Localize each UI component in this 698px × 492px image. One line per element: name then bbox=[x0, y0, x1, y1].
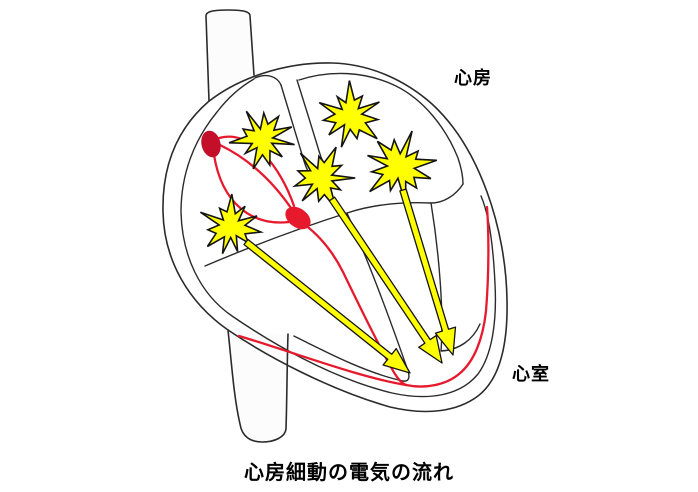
impulse-starburst bbox=[292, 146, 356, 210]
atrium-inner-roof-right bbox=[298, 72, 464, 185]
sa-node bbox=[201, 130, 221, 158]
heart-outer-wall bbox=[162, 62, 508, 413]
his-bundle-path bbox=[302, 222, 408, 387]
impulse-bursts bbox=[199, 80, 438, 255]
right-bundle-branch-path bbox=[404, 205, 490, 388]
left-bundle-branch-path bbox=[237, 334, 408, 387]
label-atrium: 心房 bbox=[454, 68, 492, 88]
ventricular-septum-line bbox=[293, 212, 410, 382]
label-ventricle: 心室 bbox=[512, 364, 550, 384]
impulse-arrow bbox=[399, 188, 457, 356]
internodal-tract-middle bbox=[218, 143, 295, 213]
node-markers bbox=[201, 130, 311, 230]
caption: 心房細動の電気の流れ bbox=[244, 462, 454, 484]
impulse-arrow bbox=[328, 196, 443, 364]
atrioventricular-boundary bbox=[204, 183, 464, 267]
atrium-inner-roof-left bbox=[254, 74, 282, 86]
impulse-arrows bbox=[243, 188, 457, 374]
impulse-starburst bbox=[318, 80, 381, 148]
impulse-starburst bbox=[228, 110, 295, 170]
impulse-arrow bbox=[243, 238, 411, 374]
av-node bbox=[285, 206, 311, 230]
internodal-tract-posterior bbox=[212, 153, 291, 224]
impulse-starburst bbox=[199, 193, 265, 255]
inferior-vessel bbox=[227, 329, 289, 443]
superior-vessel bbox=[205, 9, 255, 102]
